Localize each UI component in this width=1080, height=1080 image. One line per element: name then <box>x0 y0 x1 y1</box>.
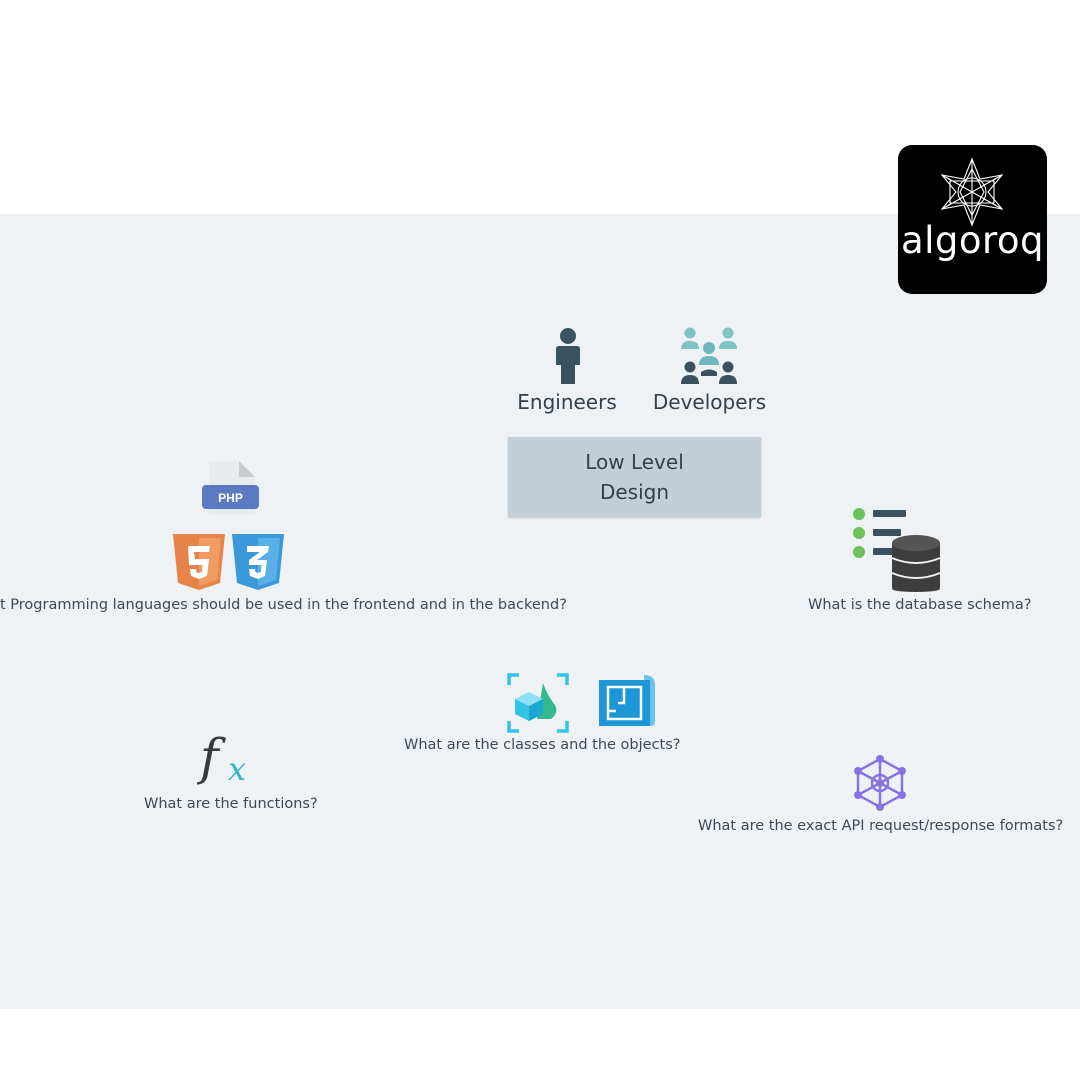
low-level-design-box: Low Level Design <box>508 437 761 517</box>
algoroq-logo: algoroq <box>898 145 1047 294</box>
css3-shield-icon <box>232 534 284 590</box>
api-network-icon <box>854 755 906 811</box>
low-level-design-label: Low Level Design <box>585 450 684 504</box>
functions-question: What are the functions? <box>144 796 318 812</box>
star-logo-icon <box>940 157 1004 227</box>
blueprint-icon <box>599 675 655 726</box>
engineers-label: Engineers <box>517 390 617 414</box>
fx-f-glyph: f <box>200 728 219 786</box>
developers-label: Developers <box>652 390 767 414</box>
diagram-canvas <box>0 214 1080 1009</box>
fx-x-glyph: x <box>228 750 247 788</box>
3d-object-icon <box>507 673 569 733</box>
html5-shield-icon <box>173 534 225 590</box>
developers-group-icon <box>681 327 737 384</box>
logo-wordmark: algoroq <box>900 219 1045 262</box>
database-cylinder-icon <box>891 535 941 592</box>
php-badge-text: PHP <box>218 491 243 505</box>
php-file-icon: PHP <box>202 461 259 515</box>
languages-question: t Programming languages should be used i… <box>0 597 567 613</box>
engineer-person-icon <box>556 328 580 384</box>
database-schema-icon <box>853 508 941 592</box>
classes-question: What are the classes and the objects? <box>404 737 681 753</box>
function-fx-icon: f x <box>200 728 260 792</box>
database-question: What is the database schema? <box>808 597 1032 613</box>
api-question: What are the exact API request/response … <box>698 818 1064 834</box>
